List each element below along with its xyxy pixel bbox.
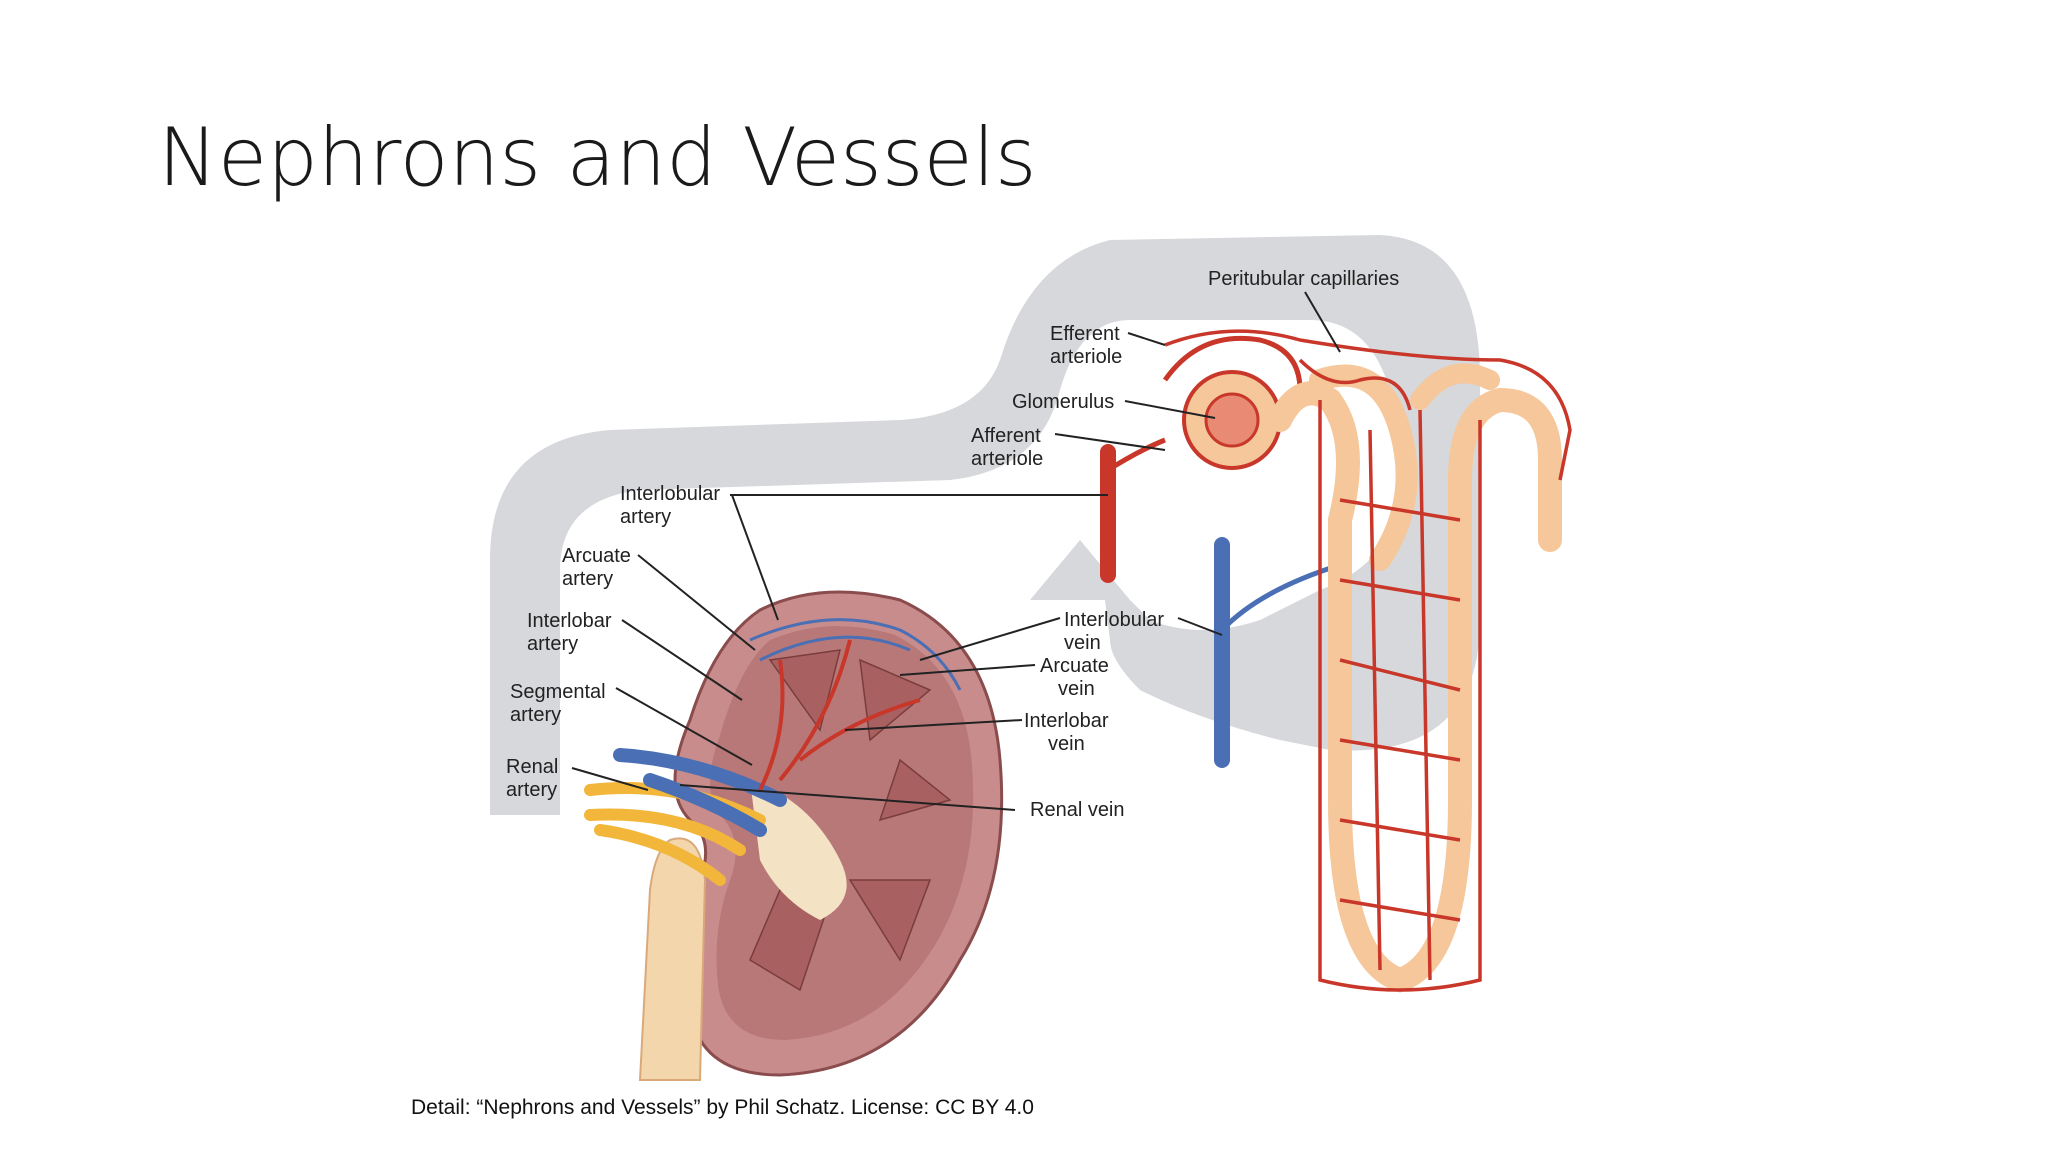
peritubular-capillary-network — [1164, 329, 1572, 992]
label-renal-artery: Renal artery — [506, 756, 564, 801]
arcuate-vessels — [749, 618, 962, 691]
label-peritubular-capillaries: Peritubular capillaries — [1208, 268, 1399, 290]
label-glomerulus: Glomerulus — [1012, 391, 1114, 413]
interlobular-vein-vessel — [1214, 537, 1341, 768]
label-segmental-artery: Segmental artery — [510, 681, 611, 726]
renal-pyramids — [749, 649, 952, 992]
kidney — [584, 590, 1004, 1081]
ureter — [638, 837, 707, 1081]
interlobar-vessels — [758, 639, 921, 791]
label-interlobular-vein: Interlobular vein — [1064, 609, 1170, 654]
label-interlobar-vein: Interlobar vein — [1024, 710, 1114, 755]
label-renal-vein: Renal vein — [1030, 799, 1125, 821]
glomerulus-capsule — [1162, 335, 1303, 470]
label-interlobar-artery: Interlobar artery — [527, 610, 617, 655]
renal-pelvis — [750, 780, 847, 920]
label-efferent-arteriole: Efferent arteriole — [1050, 323, 1125, 368]
label-arcuate-artery: Arcuate artery — [562, 545, 637, 590]
leader-lines — [571, 291, 1341, 811]
nephron-tubules — [1268, 363, 1562, 993]
afferent-arteriole-vessel — [1100, 437, 1166, 583]
label-arcuate-vein: Arcuate vein — [1040, 655, 1115, 700]
label-interlobular-artery: Interlobular artery — [620, 483, 726, 528]
slide-title: Nephrons and Vessels — [158, 111, 1037, 204]
label-afferent-arteriole: Afferent arteriole — [971, 425, 1046, 470]
blood-flow-arrow — [490, 235, 1480, 815]
image-credit-caption: Detail: “Nephrons and Vessels” by Phil S… — [411, 1096, 1034, 1119]
